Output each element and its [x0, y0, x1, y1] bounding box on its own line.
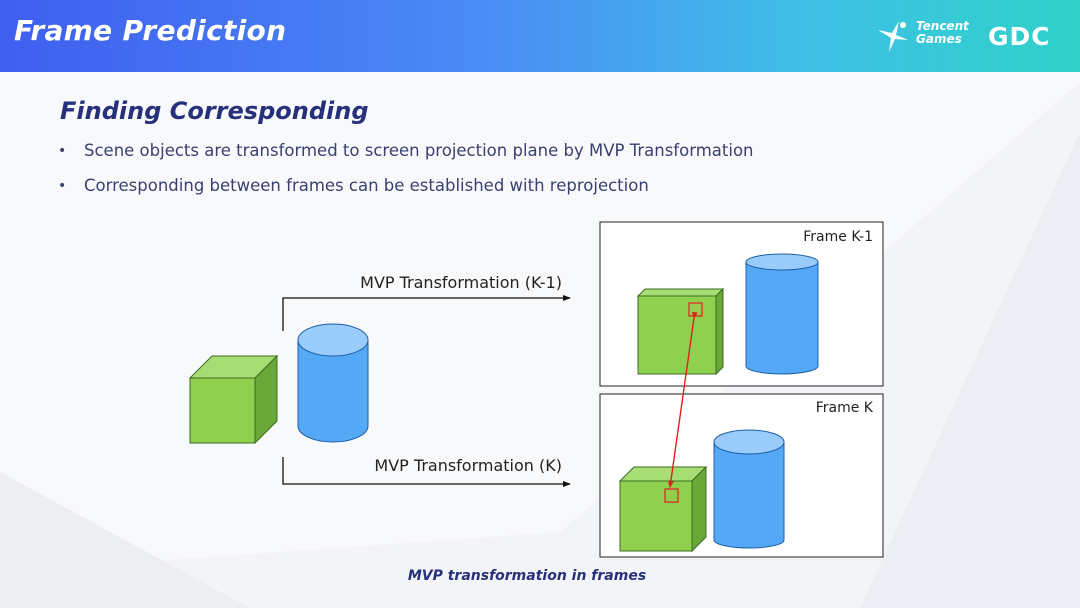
header-bar: Frame Prediction Tencent Games GDC [0, 0, 1080, 72]
bullet-dot-icon: • [58, 178, 67, 194]
arrow-mvp-k [282, 457, 571, 487]
slide-title: Frame Prediction [14, 14, 287, 47]
frame-k-minus-1-cube [636, 287, 725, 376]
brand-name-line1: Tencent [916, 19, 969, 33]
arrow-bottom-label: MVP Transformation (K) [374, 456, 562, 475]
bullet-item: • Scene objects are transformed to screen… [56, 140, 754, 175]
frame-k-cube [618, 465, 708, 553]
gdc-logo: GDC [988, 22, 1051, 51]
frame-k: Frame K [599, 393, 884, 558]
bullet-text: Scene objects are transformed to screen … [84, 141, 754, 160]
arrow-mvp-k-minus-1 [282, 295, 571, 331]
pixel-marker-k [664, 488, 679, 503]
bullet-list: • Scene objects are transformed to screen… [56, 140, 754, 210]
frame-bottom-label: Frame K [816, 400, 874, 416]
frame-top-label: Frame K-1 [803, 229, 873, 245]
brand-name-line2: Games [916, 32, 962, 46]
frame-k-minus-1: Frame K-1 [599, 221, 884, 387]
tencent-games-icon [878, 21, 908, 52]
arrow-top-label: MVP Transformation (K-1) [360, 273, 562, 292]
scene-cylinder [297, 323, 369, 443]
scene-cube [188, 354, 279, 445]
slide-background [0, 72, 1080, 608]
figure-caption: MVP transformation in frames [407, 568, 647, 584]
section-title: Finding Corresponding [60, 97, 369, 125]
frame-k-cylinder [713, 429, 785, 549]
tencent-games-logo: Tencent Games [872, 16, 972, 56]
bullet-text: Corresponding between frames can be esta… [84, 176, 649, 195]
bullet-dot-icon: • [58, 143, 67, 159]
correspondence-arrow [667, 311, 698, 488]
bullet-item: • Corresponding between frames can be est… [56, 175, 754, 210]
brand-name: Tencent Games [916, 20, 969, 46]
frame-k-minus-1-cylinder [745, 253, 819, 375]
